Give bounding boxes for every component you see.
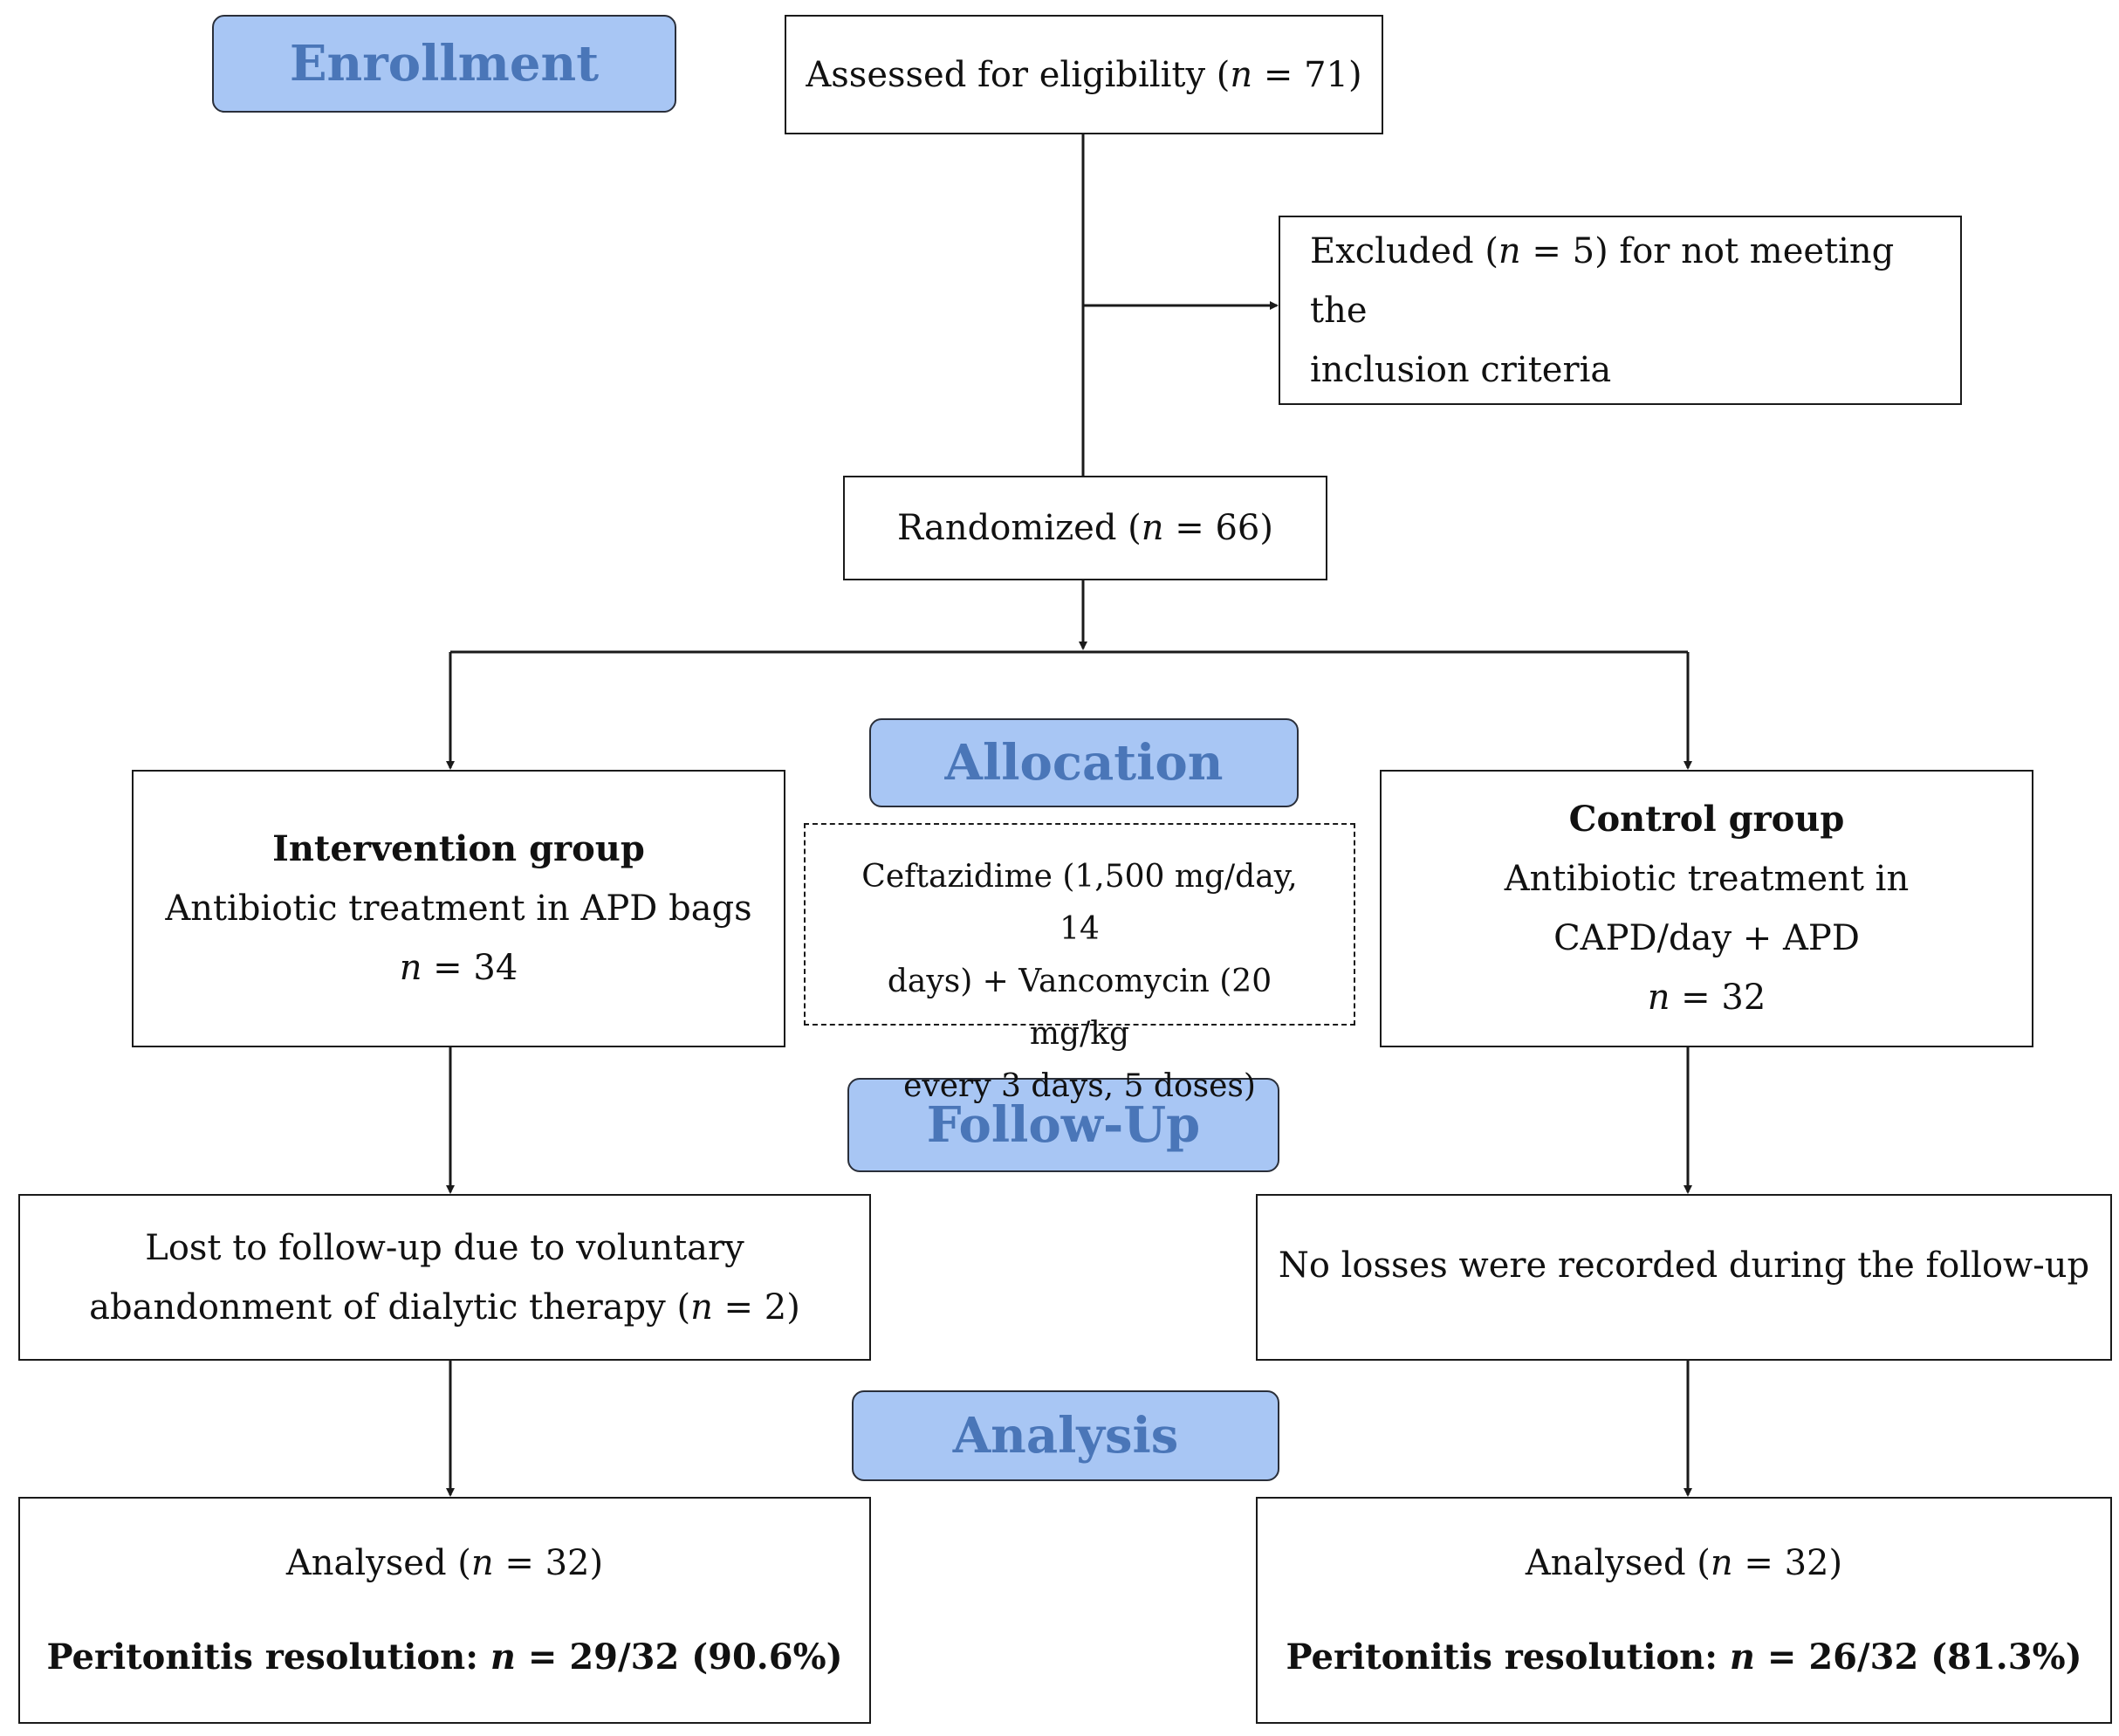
lost-followup-line-1: Lost to follow-up due to voluntary [145, 1227, 744, 1268]
stage-enrollment: Enrollment [212, 15, 676, 113]
treatment-line-1: Ceftazidime (1,500 mg/day, 14 [861, 859, 1298, 947]
stage-follow-up-label: Follow-Up [926, 1096, 1201, 1154]
intervention-title: Intervention group [272, 828, 645, 869]
stage-allocation: Allocation [869, 718, 1299, 807]
treatment-box: Ceftazidime (1,500 mg/day, 14 days) + Va… [804, 823, 1355, 1104]
randomized-text: Randomized (n = 66) [897, 508, 1273, 548]
randomized-box: Randomized (n = 66) [843, 476, 1327, 580]
treatment-line-2: days) + Vancomycin (20 mg/kg [887, 964, 1272, 1052]
assessed-text: Assessed for eligibility (n = 71) [806, 54, 1362, 95]
stage-follow-up: Follow-Up [847, 1078, 1279, 1172]
treatment-line-3: every 3 days, 5 doses) [903, 1068, 1256, 1104]
analysed-right-box: Analysed (n = 32) Peritonitis resolution… [1256, 1497, 2112, 1724]
intervention-box: Intervention group Antibiotic treatment … [132, 770, 785, 1047]
analysed-left-count: Analysed (n = 32) [285, 1543, 604, 1583]
analysed-left-box: Analysed (n = 32) Peritonitis resolution… [18, 1497, 871, 1724]
control-title: Control group [1568, 799, 1845, 840]
control-desc-1: Antibiotic treatment in [1504, 859, 1910, 899]
assessed-box: Assessed for eligibility (n = 71) [785, 15, 1383, 134]
lost-followup-line-2: abandonment of dialytic therapy (n = 2) [89, 1287, 800, 1328]
control-count: n = 32 [1647, 978, 1766, 1018]
lost-followup-box: Lost to follow-up due to voluntary aband… [18, 1194, 871, 1361]
control-box: Control group Antibiotic treatment in CA… [1380, 770, 2033, 1047]
analysed-right-resolution: Peritonitis resolution: n = 26/32 (81.3%… [1286, 1637, 2082, 1678]
analysed-right-count: Analysed (n = 32) [1525, 1543, 1843, 1583]
stage-allocation-label: Allocation [944, 734, 1224, 792]
stage-analysis-label: Analysis [952, 1407, 1179, 1465]
excluded-box: Excluded (n = 5) for not meeting the inc… [1279, 216, 1962, 405]
analysed-left-resolution: Peritonitis resolution: n = 29/32 (90.6%… [46, 1637, 843, 1678]
intervention-desc: Antibiotic treatment in APD bags [165, 889, 752, 929]
no-losses-text: No losses were recorded during the follo… [1278, 1245, 2090, 1286]
control-desc-2: CAPD/day + APD [1553, 918, 1860, 958]
excluded-line-2: inclusion criteria [1310, 349, 1612, 390]
no-losses-box: No losses were recorded during the follo… [1256, 1194, 2112, 1361]
excluded-line-1: Excluded (n = 5) for not meeting the [1310, 230, 1895, 331]
stage-enrollment-label: Enrollment [289, 35, 600, 93]
stage-analysis: Analysis [852, 1390, 1279, 1481]
intervention-count: n = 34 [399, 948, 518, 988]
